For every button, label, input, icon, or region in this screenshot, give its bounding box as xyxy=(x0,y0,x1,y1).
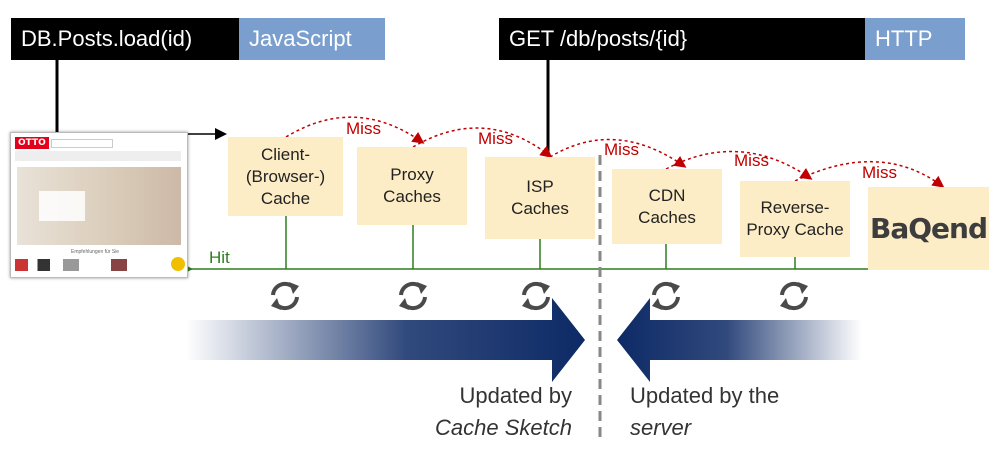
http-call-text: GET /db/posts/{id} xyxy=(499,18,865,60)
javascript-tag: JavaScript xyxy=(239,18,385,60)
javascript-call-bar: DB.Posts.load(id) JavaScript xyxy=(11,18,385,60)
cdn-caches: CDN Caches xyxy=(612,169,722,244)
right-update-arrow xyxy=(617,298,862,382)
http-call-bar: GET /db/posts/{id} HTTP xyxy=(499,18,965,60)
caption-server: Updated by the server xyxy=(630,380,830,444)
baqend-logo: BaQend xyxy=(869,212,988,245)
left-update-arrow xyxy=(186,298,585,382)
browser-product-row xyxy=(15,259,175,271)
refresh-icon xyxy=(271,281,299,311)
browser-nav-bar xyxy=(15,151,181,161)
http-tag: HTTP xyxy=(865,18,965,60)
miss-label-3: Miss xyxy=(604,140,639,159)
otto-logo: OTTO xyxy=(15,137,49,149)
miss-label-5: Miss xyxy=(862,163,897,182)
browser-search-bar xyxy=(51,139,113,148)
browser-footer-text: Empfehlungen für Sie xyxy=(71,249,120,255)
refresh-icon xyxy=(780,281,808,311)
miss-arc-2 xyxy=(412,127,553,158)
isp-caches: ISP Caches xyxy=(485,157,595,239)
caption-left-line2: Cache Sketch xyxy=(435,415,572,440)
refresh-icon xyxy=(652,281,680,311)
caption-right-line2: server xyxy=(630,415,692,440)
browser-screenshot: OTTO Empfehlungen für Sie xyxy=(10,132,188,278)
miss-arc-4 xyxy=(665,150,813,180)
browser-hero-badge xyxy=(39,191,85,221)
caption-right-line1: Updated by the xyxy=(630,383,780,408)
miss-arc-1 xyxy=(285,116,425,144)
reverse-proxy-cache: Reverse- Proxy Cache xyxy=(740,181,850,257)
miss-label-4: Miss xyxy=(734,151,769,170)
hit-label: Hit xyxy=(209,248,230,267)
caption-left-line1: Updated by xyxy=(459,383,572,408)
miss-arc-5 xyxy=(794,160,945,188)
proxy-caches: Proxy Caches xyxy=(357,147,467,225)
caption-cache-sketch: Updated by Cache Sketch xyxy=(430,380,572,444)
miss-label-1: Miss xyxy=(346,119,381,138)
baqend-server: BaQend xyxy=(868,187,989,270)
refresh-icon xyxy=(522,281,550,311)
client-browser-cache: Client- (Browser-) Cache xyxy=(228,137,343,216)
refresh-icon xyxy=(399,281,427,311)
javascript-call-text: DB.Posts.load(id) xyxy=(11,18,239,60)
browser-feedback-badge xyxy=(171,257,185,271)
miss-label-2: Miss xyxy=(478,129,513,148)
